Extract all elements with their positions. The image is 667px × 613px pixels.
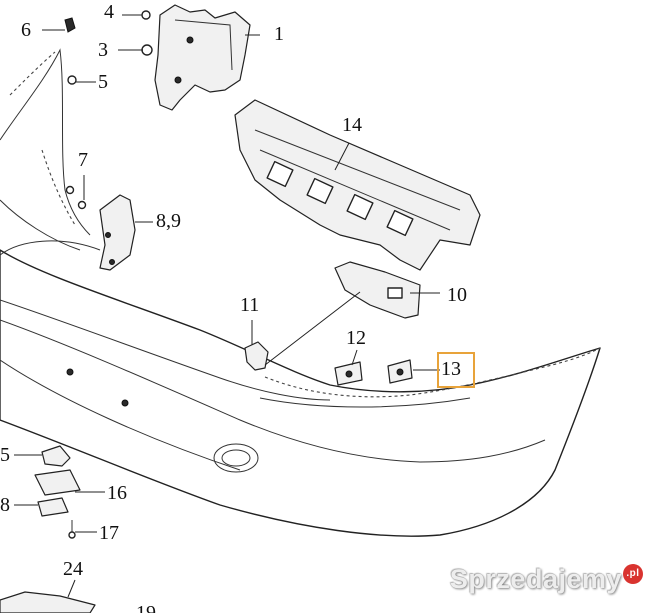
callout-6: 6 (21, 19, 31, 41)
part-24-bracket (0, 591, 96, 613)
watermark-badge: .pl (623, 564, 643, 584)
part-10-bracket (334, 261, 421, 319)
fasteners (64, 10, 153, 210)
callout-19: 19 (136, 602, 156, 613)
side-bracket-left (0, 48, 91, 251)
part-12-clip (334, 361, 363, 386)
part-11-clip (244, 341, 269, 371)
part-13-clip (387, 359, 413, 384)
callout-5-top: 5 (98, 71, 108, 93)
callout-24: 24 (63, 558, 83, 580)
callout-10: 10 (447, 284, 467, 306)
callout-4: 4 (104, 1, 114, 23)
callout-17: 17 (99, 522, 119, 544)
part-8-9-bracket (99, 194, 136, 271)
callout-3: 3 (98, 39, 108, 61)
callout-11: 11 (240, 294, 260, 316)
watermark-logo: Sprzedajemy.pl (450, 564, 643, 595)
callout-16: 16 (107, 482, 127, 504)
callout-18: 8 (0, 494, 10, 516)
callout-12: 12 (346, 327, 366, 349)
callout-13-highlight (437, 352, 475, 388)
callout-13: 13 (441, 358, 461, 380)
bumper-cover (0, 240, 601, 537)
leader-lines (14, 14, 440, 598)
callout-1: 1 (274, 23, 284, 45)
part-14-absorber (234, 99, 481, 271)
callout-8-9: 8,9 (156, 210, 181, 232)
callout-14: 14 (342, 114, 362, 136)
lower-left-parts (34, 445, 81, 539)
part-1-bracket (154, 4, 251, 111)
callout-5-bottom: 5 (0, 444, 10, 466)
watermark-text: Sprzedajemy (449, 564, 622, 594)
callout-7: 7 (78, 149, 88, 171)
